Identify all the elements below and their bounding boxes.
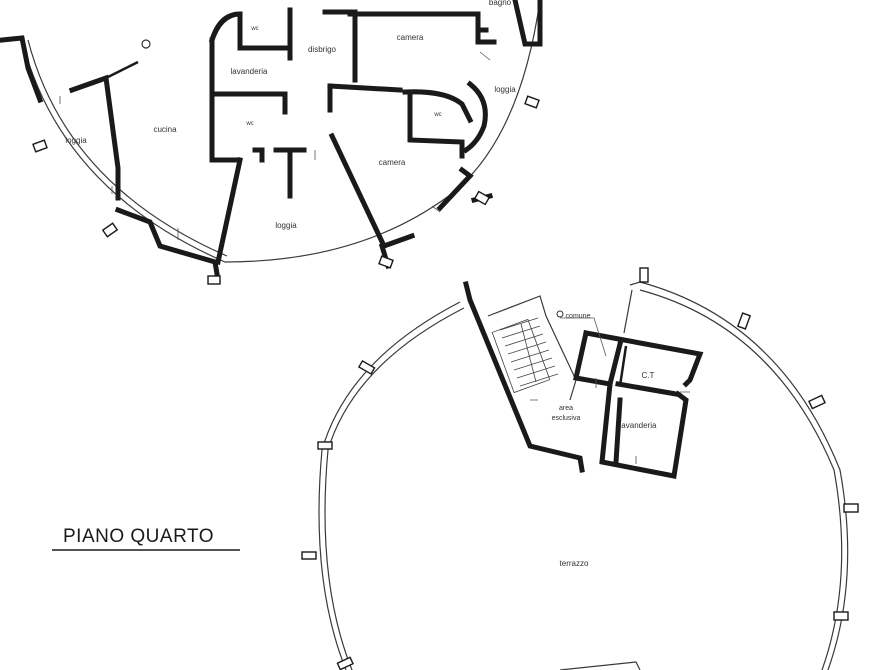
upper-wall-camera-top xyxy=(322,9,489,83)
upper-wall-lavanderia xyxy=(209,37,241,163)
label-terrazzo: terrazzo xyxy=(560,559,589,568)
upper-pillar-loggia xyxy=(273,147,307,199)
ct-inner-divider xyxy=(618,345,628,387)
lavanderia-inner-wall xyxy=(613,381,679,465)
upper-floor-plan: bagno wc disbrigo camera lavanderia logg… xyxy=(0,0,543,285)
lower-floor-plan: comune C.T area esclusiva lavanderia ter… xyxy=(301,267,859,670)
upper-wall-right-bottom xyxy=(436,166,474,212)
label-camera-bottom: camera xyxy=(379,158,406,167)
upper-wall-camera-mid xyxy=(327,83,474,124)
upper-wall-cucina xyxy=(68,74,121,201)
terrace-outer-arc-right-inner xyxy=(639,289,843,670)
upper-wall-bottom-left-2 xyxy=(215,157,243,265)
upper-wall-wc-block xyxy=(208,7,293,51)
upper-perimeter-ticks xyxy=(32,95,540,285)
floor-title: PIANO QUARTO xyxy=(63,526,214,547)
upper-circle-marker xyxy=(141,39,151,49)
upper-wall-bagno xyxy=(512,0,543,47)
label-wc-top: wc xyxy=(250,26,258,32)
floor-title-group: PIANO QUARTO xyxy=(52,526,240,551)
stair-core-wall xyxy=(462,280,585,473)
upper-wall-wc-mid xyxy=(252,147,265,163)
label-lavanderia-lower: lavanderia xyxy=(620,421,657,430)
label-loggia-bottom: loggia xyxy=(275,221,297,230)
terrace-outer-arc-inner xyxy=(324,307,465,670)
upper-wall-camera-diag xyxy=(328,132,416,250)
terrace-top-link xyxy=(623,281,641,334)
terrace-outer-arc-right xyxy=(639,281,849,670)
label-loggia-right: loggia xyxy=(494,85,516,94)
label-lavanderia: lavanderia xyxy=(231,67,268,76)
upper-wall-bagno-2 xyxy=(475,27,497,45)
upper-wall-lav-div xyxy=(209,91,288,115)
label-cucina: cucina xyxy=(153,125,177,134)
upper-outer-arc-inner xyxy=(27,39,228,257)
upper-outer-arc xyxy=(21,0,541,263)
label-wc-right: wc xyxy=(433,112,441,118)
lower-dimension-marks xyxy=(530,378,690,464)
terrace-perimeter-posts xyxy=(301,267,859,670)
terrace-bottom-edge xyxy=(559,661,641,670)
ct-block-left-wall xyxy=(572,330,613,387)
ct-block-divider xyxy=(599,340,689,479)
label-area-line1: area xyxy=(559,405,573,412)
label-area-line2: esclusiva xyxy=(552,415,581,422)
upper-dimension-marks xyxy=(59,51,491,240)
ct-block-wall xyxy=(583,330,704,388)
label-disbrigo: disbrigo xyxy=(308,45,337,54)
upper-wall-right-curve xyxy=(462,80,488,154)
upper-wall-cucina-top xyxy=(105,60,139,80)
upper-wall-left-stub xyxy=(0,35,44,104)
label-bagno: bagno xyxy=(489,0,512,7)
label-loggia-left: loggia xyxy=(65,136,87,145)
comune-leader-line xyxy=(560,317,607,357)
terrace-outer-arc xyxy=(318,301,461,670)
label-ct: C.T xyxy=(642,371,655,380)
upper-wall-wc-right xyxy=(407,93,465,159)
label-comune: comune xyxy=(566,313,591,320)
label-camera-top: camera xyxy=(397,33,424,42)
comune-marker xyxy=(556,310,564,318)
upper-wall-bottom-left xyxy=(114,206,221,283)
stair-treads xyxy=(491,317,559,394)
stair-core-outline xyxy=(487,295,577,401)
label-wc-mid: wc xyxy=(245,121,253,127)
